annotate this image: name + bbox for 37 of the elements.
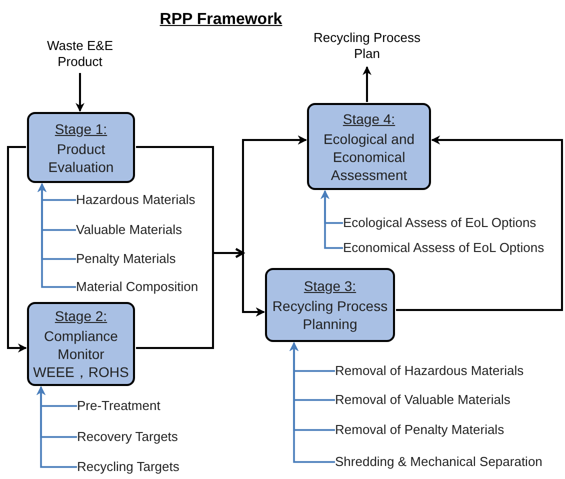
stage-heading: Stage 1: bbox=[54, 120, 108, 138]
stage-title: Product Evaluation bbox=[47, 140, 115, 176]
stage-heading: Stage 2: bbox=[54, 307, 108, 325]
stage-title: Compliance Monitor WEEE，ROHS bbox=[33, 327, 129, 381]
stage-box bbox=[265, 268, 395, 342]
flow-label: Recycling Process Plan bbox=[312, 30, 422, 62]
arrow bbox=[38, 183, 76, 288]
input-label: Economical Assess of EoL Options bbox=[343, 239, 544, 257]
stage-box bbox=[307, 103, 431, 190]
stage-box bbox=[27, 302, 135, 386]
input-label: Hazardous Materials bbox=[76, 191, 196, 209]
arrow bbox=[396, 136, 563, 311]
input-label: Shredding & Mechanical Separation bbox=[335, 453, 542, 471]
stage-box bbox=[27, 112, 135, 183]
stage-heading: Stage 4: bbox=[342, 110, 396, 128]
diagram-title: RPP Framework bbox=[158, 10, 284, 30]
input-label: Removal of Penalty Materials bbox=[335, 421, 504, 439]
arrow bbox=[290, 342, 335, 463]
input-label: Removal of Hazardous Materials bbox=[335, 362, 524, 380]
input-label: Pre-Treatment bbox=[77, 397, 160, 415]
arrow bbox=[76, 73, 84, 112]
arrow bbox=[362, 66, 372, 102]
flow-label: Waste E&E Product bbox=[30, 38, 130, 70]
arrow bbox=[320, 190, 343, 249]
input-label: Valuable Materials bbox=[76, 221, 182, 239]
stage-title: Ecological and Economical Assessment bbox=[322, 130, 416, 184]
input-label: Ecological Assess of EoL Options bbox=[343, 214, 536, 232]
input-label: Penalty Materials bbox=[76, 250, 176, 268]
stage-title: Recycling Process Planning bbox=[271, 297, 389, 333]
arrow bbox=[7, 146, 27, 352]
input-label: Removal of Valuable Materials bbox=[335, 391, 510, 409]
input-label: Recovery Targets bbox=[77, 428, 178, 446]
input-label: Material Composition bbox=[76, 278, 198, 296]
arrow bbox=[135, 248, 265, 349]
stage-heading: Stage 3: bbox=[304, 277, 356, 295]
input-label: Recycling Targets bbox=[77, 458, 180, 476]
arrow bbox=[36, 386, 77, 468]
